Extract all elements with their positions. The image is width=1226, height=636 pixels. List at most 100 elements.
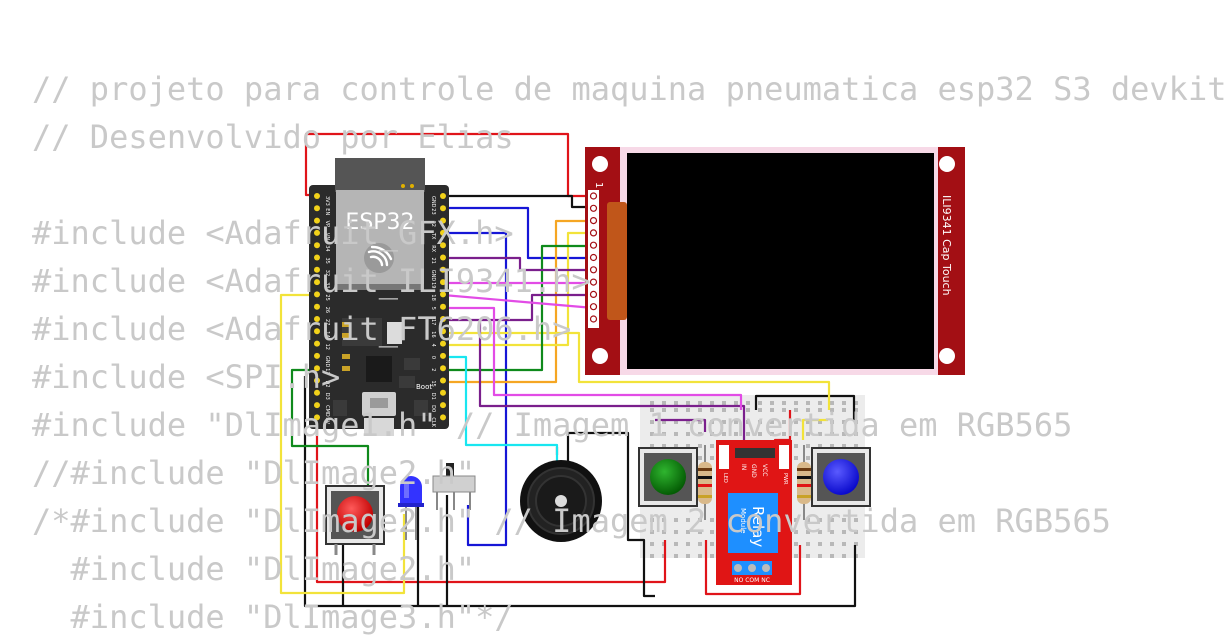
breadboard-hole [770,401,774,405]
display-pin[interactable] [589,192,598,200]
slide-switch[interactable] [432,463,476,510]
breadboard-hole [674,542,678,546]
esp32-pin-left[interactable] [314,377,320,384]
breadboard-hole [662,432,666,436]
esp32-pin-right[interactable] [440,279,446,286]
esp32-pin-right[interactable] [440,205,446,212]
esp32-pin-right[interactable] [440,266,446,273]
esp32-pin-right[interactable] [440,377,446,384]
esp32-pin-right[interactable] [440,254,446,261]
breadboard-hole [794,401,798,405]
breadboard-hole [722,401,726,405]
esp32-pin-left[interactable] [314,365,320,372]
display-pin[interactable] [589,253,598,262]
breadboard-hole [794,420,798,424]
breadboard-hole [770,408,774,412]
breadboard-hole [674,408,678,412]
wire-cyan [443,355,559,470]
display-pin[interactable] [589,278,598,286]
esp32-pin-right[interactable] [440,389,446,396]
breadboard-hole [830,518,834,522]
push-button-green[interactable] [638,447,698,507]
breadboard-hole [794,408,798,412]
display-pin[interactable] [589,315,598,323]
esp32-pin-left[interactable] [314,193,320,199]
esp32-pin-label-left: 12 [324,344,330,350]
esp32-pin-label-right: 16 [430,331,436,337]
esp32-pin-right[interactable] [440,217,446,224]
breadboard-hole [650,408,654,412]
esp32-pin-left[interactable] [314,402,320,409]
esp32-pin-right[interactable] [440,193,446,199]
breadboard-hole [722,432,726,436]
wire-yellow-left [279,293,406,595]
esp32-pin-left[interactable] [314,254,320,261]
breadboard-hole [698,530,702,534]
breadboard-hole [734,420,738,424]
breadboard-hole [854,530,858,534]
esp32-pin-right[interactable] [440,242,446,249]
esp32-pin-right[interactable] [440,291,446,298]
esp32-pin-left[interactable] [314,291,320,298]
wire-orange [443,219,594,384]
esp32-pin-right[interactable] [440,229,446,236]
push-button-red[interactable] [325,485,385,555]
wire-purple-display [443,256,594,272]
display-pin[interactable] [589,217,598,225]
breadboard-hole [818,401,822,405]
esp32-pin-right[interactable] [440,365,446,372]
esp32-pin-left[interactable] [314,279,320,286]
esp32-pin-label-left: 27 [324,319,330,325]
esp32-pin-left[interactable] [314,303,320,310]
esp32-pin-label-right: 5 [430,307,436,310]
esp32-pin-left[interactable] [314,352,320,359]
esp32-pin-left[interactable] [314,340,320,347]
esp32-pin-left[interactable] [314,205,320,212]
esp32-pin-label-left: 26 [324,307,330,313]
breadboard-hole [794,444,798,448]
esp32-pin-label-right: 15 [430,381,436,387]
breadboard-hole [650,432,654,436]
esp32-pin-right[interactable] [440,328,446,335]
esp32-pin-right[interactable] [440,402,446,409]
display-pin[interactable] [589,241,598,249]
esp32-pin-right[interactable] [440,414,446,421]
breadboard-hole [830,444,834,448]
esp32-pin-right[interactable] [440,316,446,322]
push-button-blue[interactable] [811,447,871,507]
esp32-pin-left[interactable] [314,242,320,249]
esp32-pin-left[interactable] [314,229,320,236]
esp32-pin-left[interactable] [314,217,320,224]
resistor-right [797,445,811,520]
esp32-pin-left[interactable] [314,328,320,335]
breadboard-hole [674,401,678,405]
breadboard-hole [758,408,762,412]
esp32-pin-left[interactable] [314,316,320,322]
breadboard-hole [782,401,786,405]
breadboard-hole [842,444,846,448]
breadboard-hole [818,518,822,522]
breadboard-hole [710,401,714,405]
display-pin[interactable] [589,303,598,311]
display-pin[interactable] [589,204,598,212]
esp32-pin-left[interactable] [314,389,320,396]
esp32-pin-left[interactable] [314,266,320,273]
esp32-pin-right[interactable] [440,340,446,347]
breadboard-hole [662,408,666,412]
esp32-pin-left[interactable] [314,414,320,421]
display-pin[interactable] [589,266,598,274]
breadboard-hole [830,408,834,412]
breadboard-hole [674,420,678,424]
breadboard-hole [830,420,834,424]
esp32-pin-right[interactable] [440,352,446,359]
breadboard-hole [794,542,798,546]
display-pin[interactable] [589,290,598,298]
esp32-pin-label-right: GND [430,270,436,282]
breadboard-hole [686,530,690,534]
relay-terminals: NO COM NC [734,577,770,584]
esp32-pin-right[interactable] [440,303,446,310]
esp32-pin-label-left: 34 [324,245,330,251]
display-pin[interactable] [589,229,598,237]
esp32-pin-label-right: 22 [430,221,436,227]
